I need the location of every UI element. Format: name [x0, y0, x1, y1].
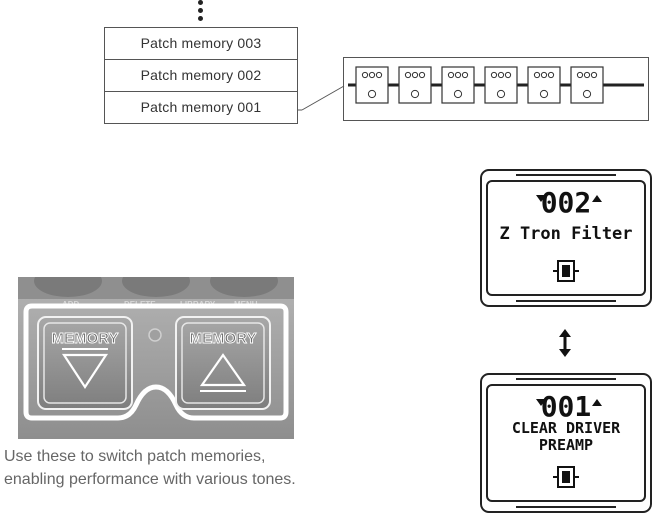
patch-icon: [553, 466, 579, 488]
patch-memory-item: Patch memory 002: [105, 59, 297, 91]
memory-down-label: MEMORY: [52, 330, 119, 347]
led-indicator: [148, 328, 162, 342]
pedal-memory-buttons-illustration: ADD DELETE LIBRARY MENU MEMORY MEMORY: [18, 277, 294, 439]
patch-number: 001: [541, 390, 592, 423]
effect-unit-icon: [441, 66, 475, 104]
patch-memory-item: Patch memory 003: [140, 35, 262, 51]
memory-up-label: MEMORY: [190, 330, 257, 347]
triangle-down-icon: [61, 353, 109, 390]
patch-icon: [553, 260, 579, 282]
up-down-arrow-icon: [559, 329, 571, 357]
patch-name: Z Tron Filter: [499, 224, 632, 244]
memory-down-button: [37, 316, 133, 410]
effect-unit-icon: [570, 66, 604, 104]
triangle-up-icon: [592, 195, 602, 202]
patch-name-line1: CLEAR DRIVER: [512, 419, 621, 437]
triangle-down-icon: [536, 195, 546, 202]
memory-up-button: [175, 316, 271, 410]
patch-number: 002: [541, 186, 592, 219]
effect-unit-icon: [527, 66, 561, 104]
effect-chain-graphic: [348, 66, 644, 104]
effect-unit-icon: [398, 66, 432, 104]
caption: Use these to switch patch memories, enab…: [4, 448, 296, 488]
effect-unit-icon: [355, 66, 389, 104]
highlight-outline: [23, 303, 289, 421]
display-bottom: 001 CLEAR DRIVER PREAMP: [480, 373, 652, 513]
more-items-icon: [197, 0, 205, 24]
patch-memory-list: Patch memory 003 Patch memory 002 Patch …: [104, 27, 298, 124]
patch-memory-item: Patch memory 001: [105, 91, 297, 123]
triangle-up-icon: [199, 353, 247, 387]
effect-unit-icon: [484, 66, 518, 104]
triangle-down-icon: [536, 399, 546, 406]
patch-name-line2: PREAMP: [539, 436, 593, 454]
effect-chain: [343, 57, 649, 121]
callout-line: [297, 85, 345, 111]
triangle-up-icon: [592, 399, 602, 406]
display-top: 002 Z Tron Filter: [480, 169, 652, 307]
